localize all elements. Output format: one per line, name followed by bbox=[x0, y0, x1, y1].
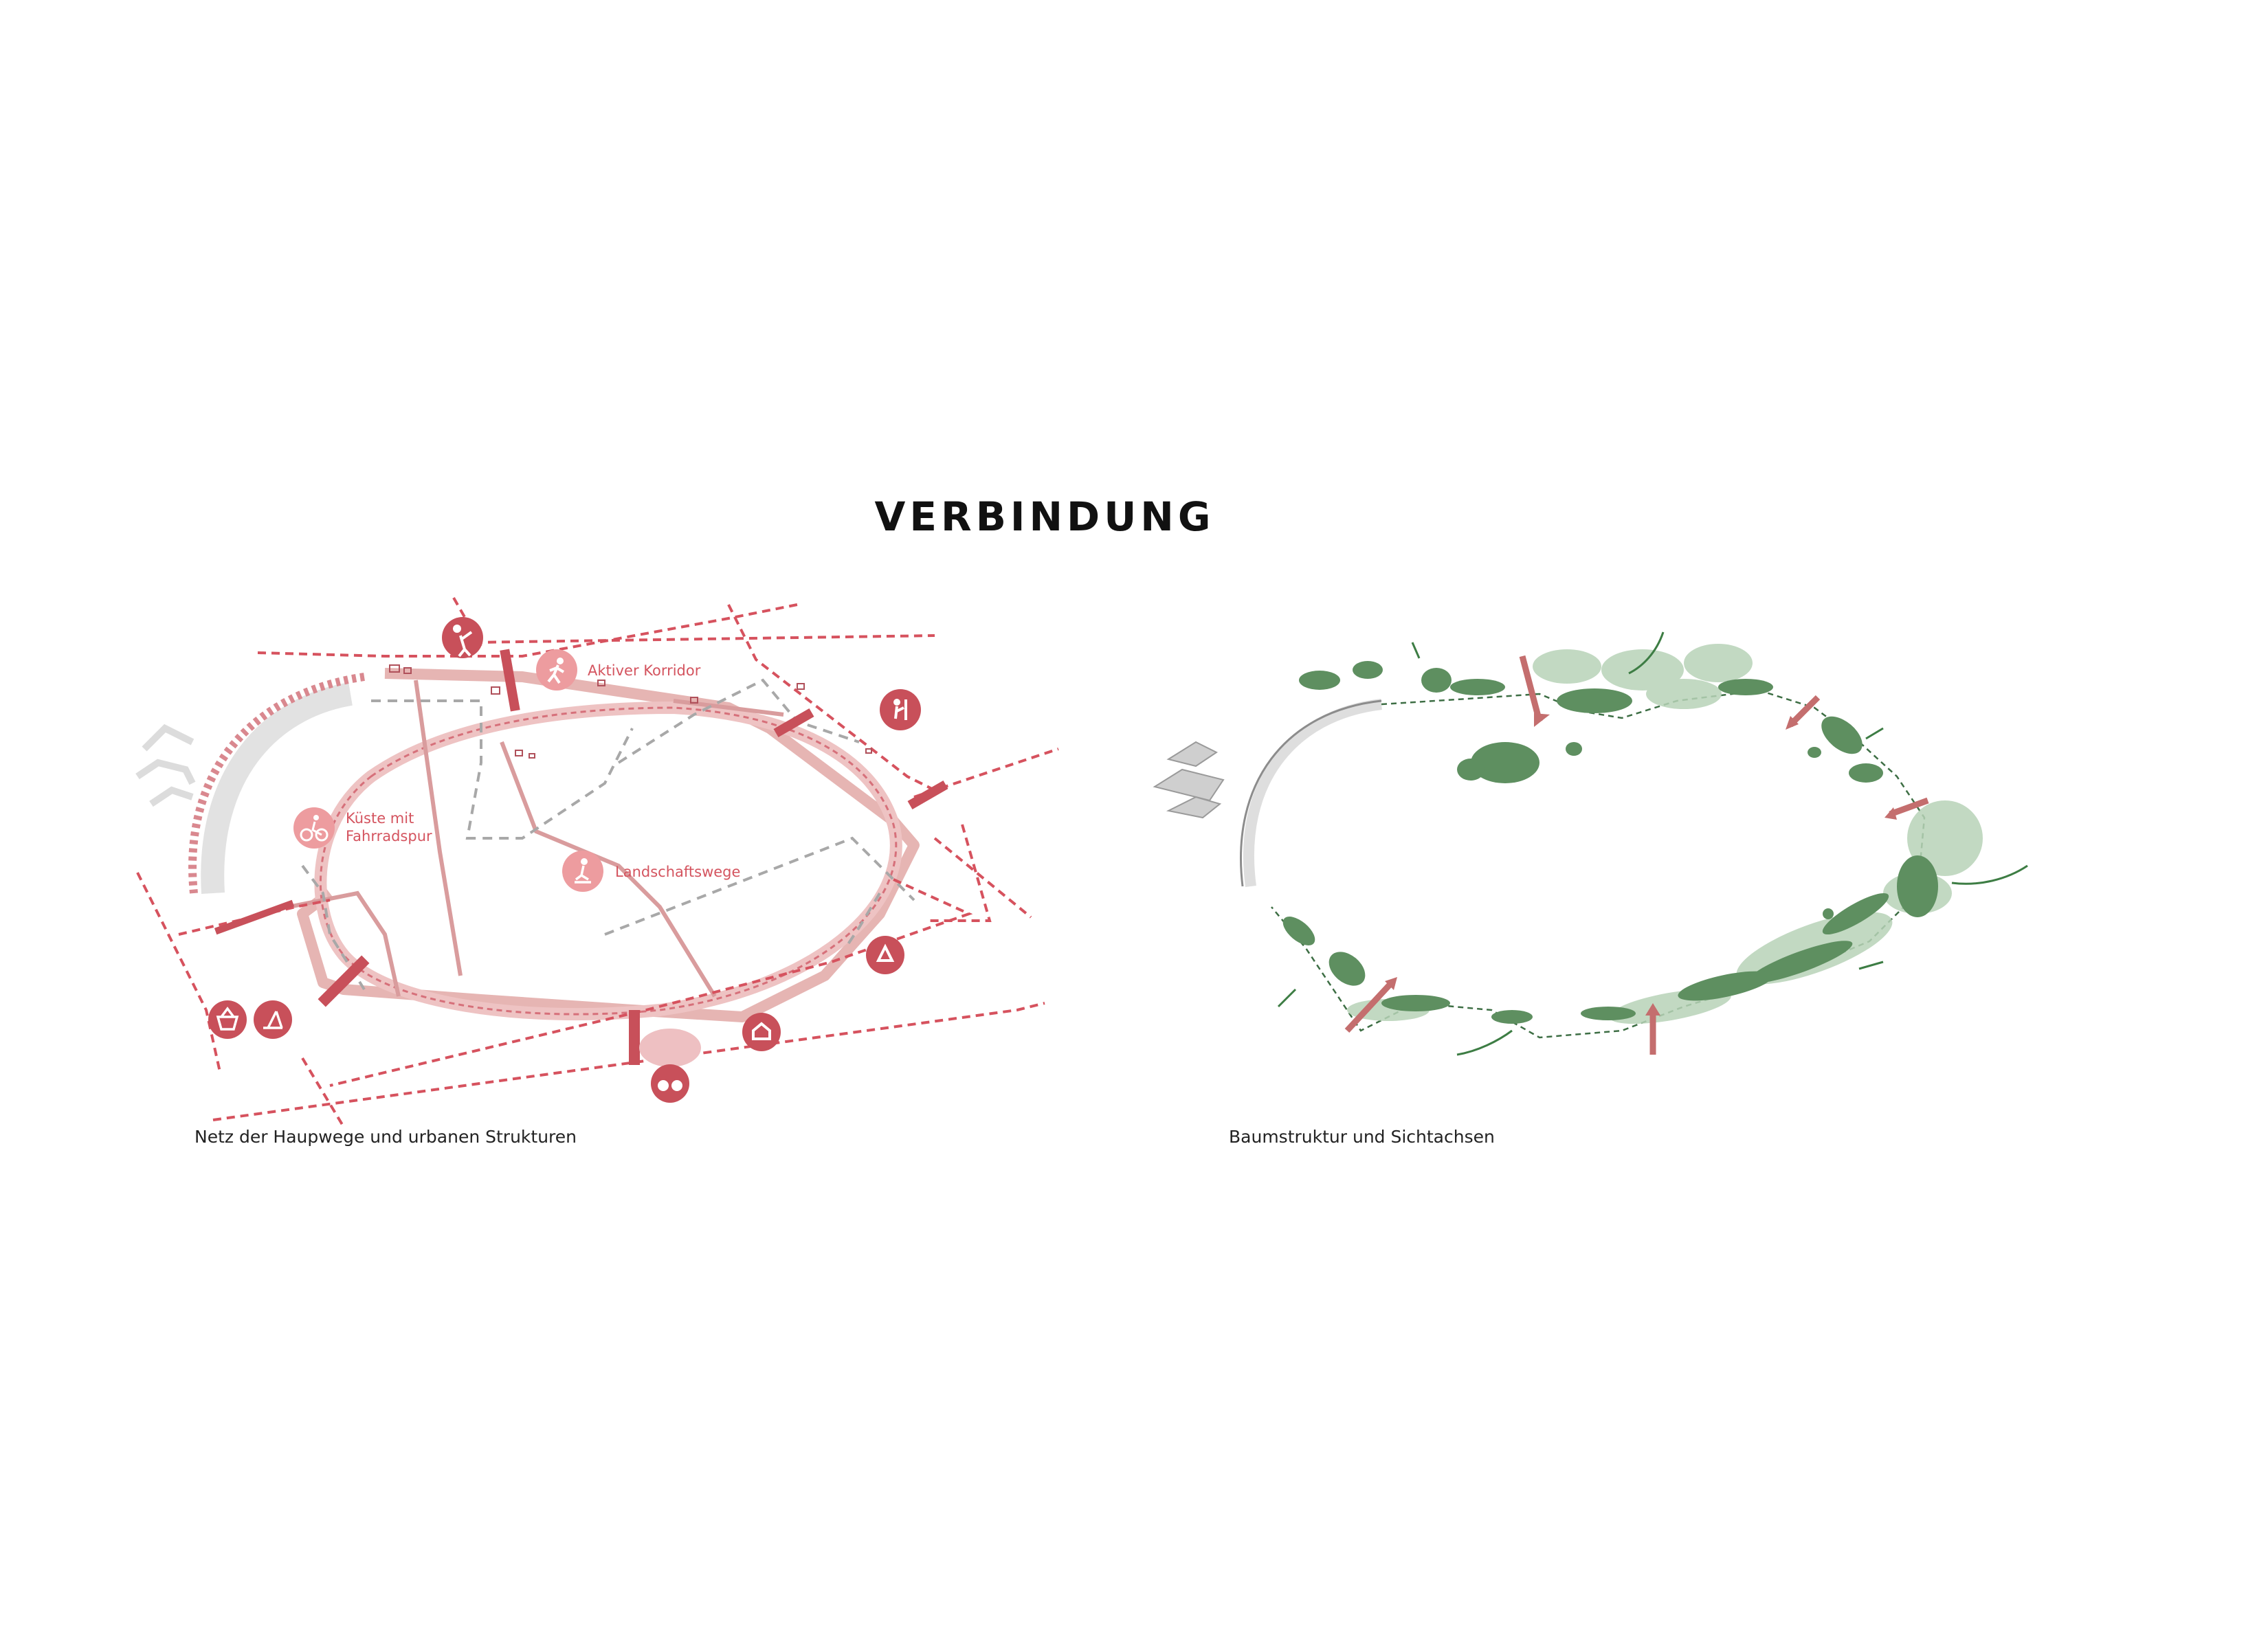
volleyball-icon bbox=[442, 617, 483, 658]
arena-building-icon bbox=[135, 723, 196, 807]
binoculars-icon bbox=[651, 1064, 689, 1103]
house-icon bbox=[742, 1013, 781, 1051]
left-map-caption: Netz der Haupwege und urbanen Strukturen bbox=[194, 1127, 577, 1147]
recycling-icon bbox=[866, 936, 904, 974]
basket-icon bbox=[208, 1000, 247, 1039]
kueste-label-line2: Fahrradspur bbox=[346, 828, 432, 844]
kueste-label-line1: Küste mit bbox=[346, 810, 414, 827]
landschaftswege-label: Landschaftswege bbox=[615, 864, 740, 880]
runner-icon bbox=[536, 649, 577, 691]
right-map-caption: Baumstruktur und Sichtachsen bbox=[1229, 1127, 1495, 1147]
gardening-icon bbox=[880, 689, 921, 730]
aktiver-korridor-label: Aktiver Korridor bbox=[588, 662, 701, 679]
page-title: VERBINDUNG bbox=[874, 493, 1215, 540]
skater-icon bbox=[562, 851, 603, 892]
arena-grey-arc bbox=[201, 682, 353, 894]
cyclist-icon bbox=[293, 807, 335, 849]
picnic-icon bbox=[254, 1000, 292, 1039]
